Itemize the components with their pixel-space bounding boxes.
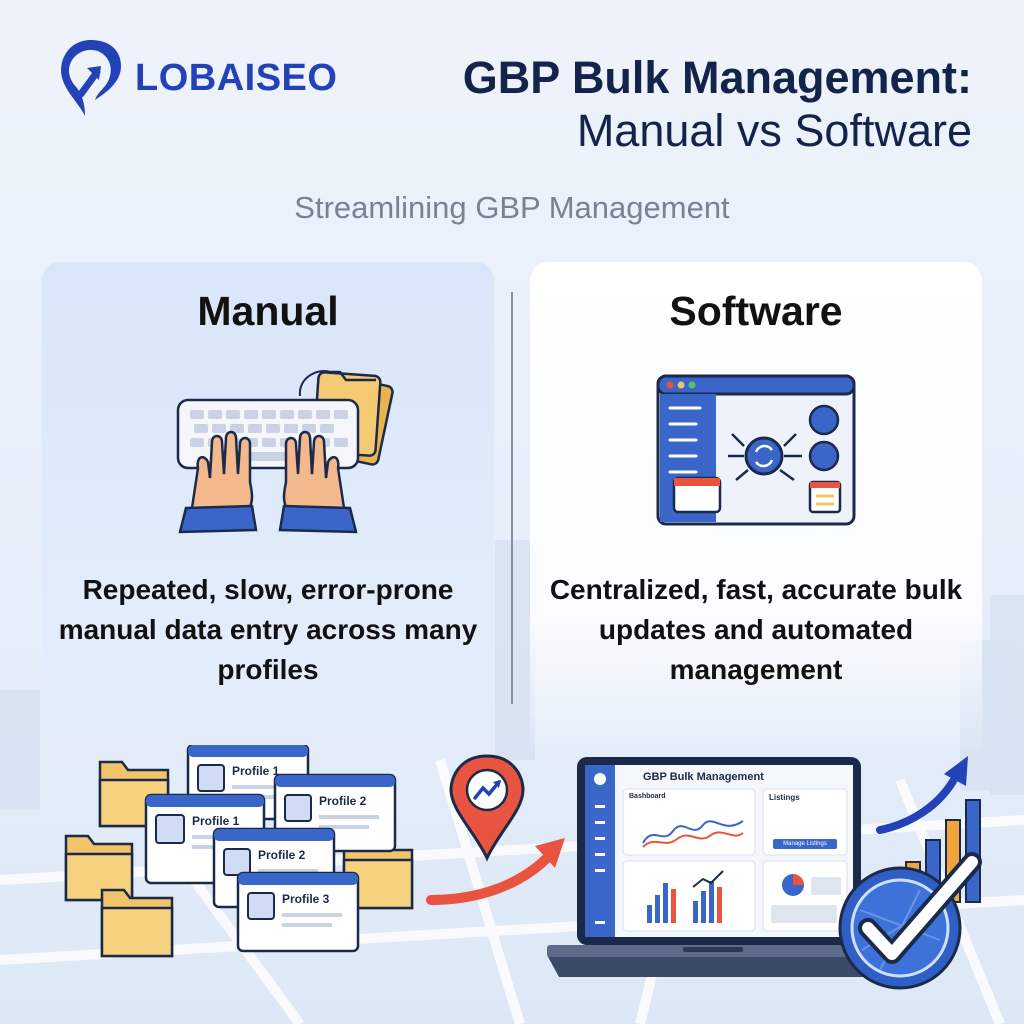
folder-icon [100,888,174,958]
software-description: Centralized, fast, accurate bulk updates… [549,574,963,685]
title-line-2: Manual vs Software [576,105,972,156]
listings-card-title: Listings [769,793,800,802]
location-pin-trend-icon [426,754,565,905]
profile-card: Profile 3 [236,871,360,953]
dashboard-window-title: GBP Bulk Management [643,771,764,783]
title-line-1: GBP Bulk Management: [462,52,972,103]
profile-label: Profile 1 [192,814,240,828]
keyboard-hands-icon [176,370,394,534]
profile-label: Profile 1 [232,764,280,778]
profile-label: Profile 2 [319,794,367,808]
laptop-dashboard: GBP Bulk Management Bashboard Listings M… [543,755,883,990]
dashboard-card-title: Bashboard [629,793,666,800]
manual-profiles-illustration [64,760,414,958]
brand: LOBAISEO [55,36,337,120]
page-title: GBP Bulk Management: Manual vs Software [463,52,972,158]
laptop-icon [547,757,879,977]
manual-title: Manual [197,288,339,334]
profile-label: Profile 2 [258,848,306,862]
manual-panel: Manual Repeated, slow, error-prone manua… [42,262,494,762]
software-window-icon [656,374,856,526]
profile-label: Profile 3 [282,892,330,906]
manual-description: Repeated, slow, error-prone manual data … [58,574,478,685]
page-subtitle: Streamlining GBP Management [294,190,730,225]
software-title: Software [669,288,843,334]
manage-listings-button[interactable]: Manage Listings [783,841,827,847]
software-panel: Software Centralized, fast, accurate bul… [530,262,982,762]
profile-cards: Profile 1 Profile 2 Profile 1 Profile 2 … [144,745,397,953]
growth-check-icon [838,756,982,990]
logo-pin-arrow-icon [61,40,121,116]
brand-name: LOBAISEO [135,56,338,99]
panel-divider [511,292,513,704]
